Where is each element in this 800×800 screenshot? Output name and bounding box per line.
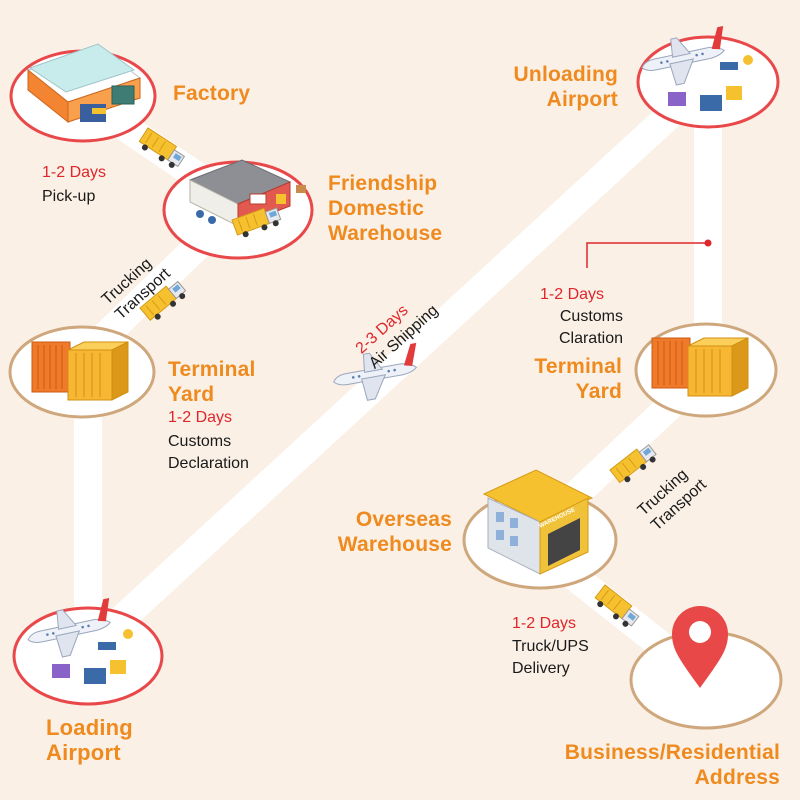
unloading-airport-icon: [636, 25, 753, 111]
container-stack-icon-destination: [651, 337, 749, 397]
delivery-days: 1-2 Days: [512, 615, 577, 632]
overseas-warehouse-icon: [482, 469, 594, 575]
container-stack-icon-origin: [31, 341, 129, 401]
address-label: Business/Residential Address: [564, 741, 780, 789]
unloading-airport-label: Unloading Airport: [513, 63, 618, 111]
terminal-yard-origin-label: Terminal Yard: [168, 358, 256, 406]
pickup-days: 1-2 Days: [42, 164, 107, 181]
loading-airport-icon: [22, 597, 133, 684]
pickup-desc: Pick-up: [42, 188, 96, 205]
customs-dest-desc: Customs Claration: [558, 308, 623, 347]
customs-dest-days: 1-2 Days: [540, 286, 605, 303]
overseas-warehouse-label: Overseas Warehouse: [337, 508, 452, 556]
map-pin-icon: [672, 606, 728, 688]
terminal-yard-dest-label: Terminal Yard: [534, 355, 622, 403]
customs-leader-line: [586, 239, 712, 268]
loading-airport-label: Loading Airport: [46, 715, 133, 765]
domestic-warehouse-label: Friendship Domestic Warehouse: [328, 172, 443, 245]
factory-label: Factory: [173, 82, 251, 105]
customs-origin-desc: Customs Declaration: [168, 433, 249, 472]
factory-icon: [26, 43, 142, 124]
domestic-warehouse-icon: [188, 159, 306, 241]
delivery-desc: Truck/UPS Delivery: [512, 638, 589, 677]
customs-origin-days: 1-2 Days: [168, 409, 233, 426]
